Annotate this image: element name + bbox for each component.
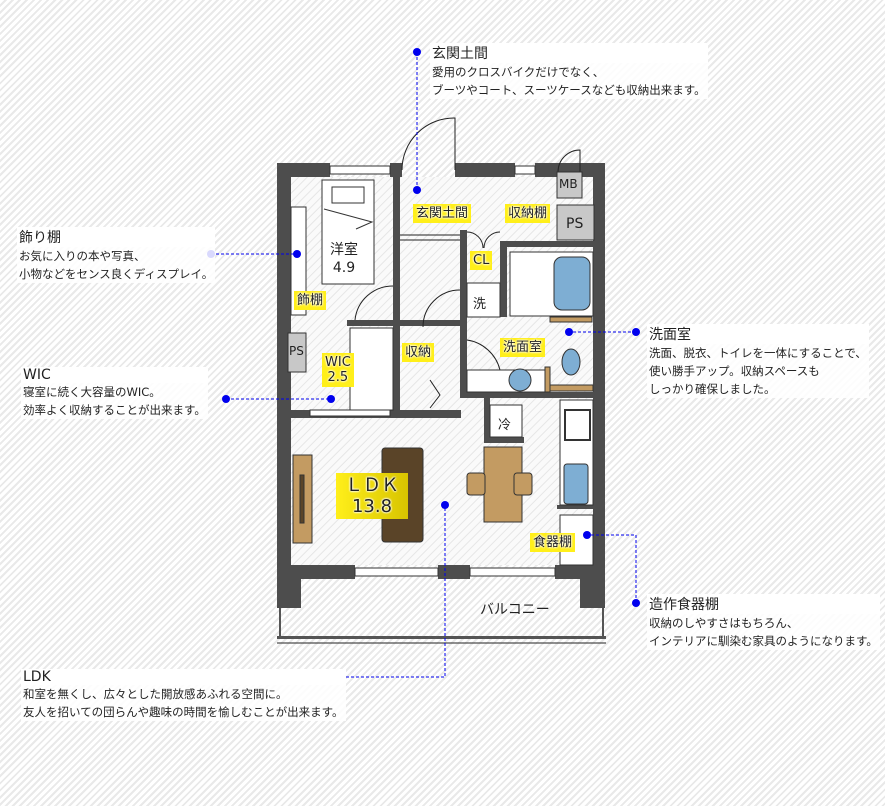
doors [354, 117, 581, 409]
leader-lines [86, 52, 637, 678]
walls [277, 163, 605, 608]
balcony-label: バルコニー [480, 602, 550, 618]
fridge-label: 冷 [498, 418, 512, 433]
callout-ldk: LDK 和室を無くし、広々とした開放感あふれる空間に。 友人を招いての団らんや趣… [21, 669, 346, 721]
callout-washroom: 洗面室 洗面、脱衣、トイレを一体にすることで、 使い勝手アップ。収納スペースも … [647, 324, 869, 398]
fixtures [287, 171, 595, 566]
dish-shelf-label: 食器棚 [530, 533, 576, 552]
callout-wic: WIC 寝室に続く大容量のWIC。 効率よく収納することが出来ます。 [21, 367, 208, 419]
balcony [277, 608, 606, 644]
callout-dish-shelf: 造作食器棚 収納のしやすさはもちろん、 インテリアに馴染む家具のようになります。 [647, 594, 880, 650]
washroom-label: 洗面室 [500, 338, 546, 357]
mb-label: MB [559, 177, 578, 191]
ps-label-left: PS [289, 344, 304, 358]
storage-label: 収納 [402, 343, 435, 362]
entrance-label: 玄関土間 [413, 204, 472, 223]
washer-label: 洗 [473, 297, 487, 312]
deco-shelf-label: 飾棚 [294, 291, 327, 310]
closet-label: CL [470, 251, 493, 270]
entrance-shelf-label: 収納棚 [505, 204, 551, 223]
ps-label: PS [566, 216, 584, 232]
callout-entrance: 玄関土間 愛用のクロスバイクだけでなく、 ブーツやコート、スーツケースなども収納… [430, 43, 708, 99]
callout-deco-shelf: 飾り棚 お気に入りの本や写真、 小物などをセンス良くディスプレイ。 [17, 227, 216, 283]
